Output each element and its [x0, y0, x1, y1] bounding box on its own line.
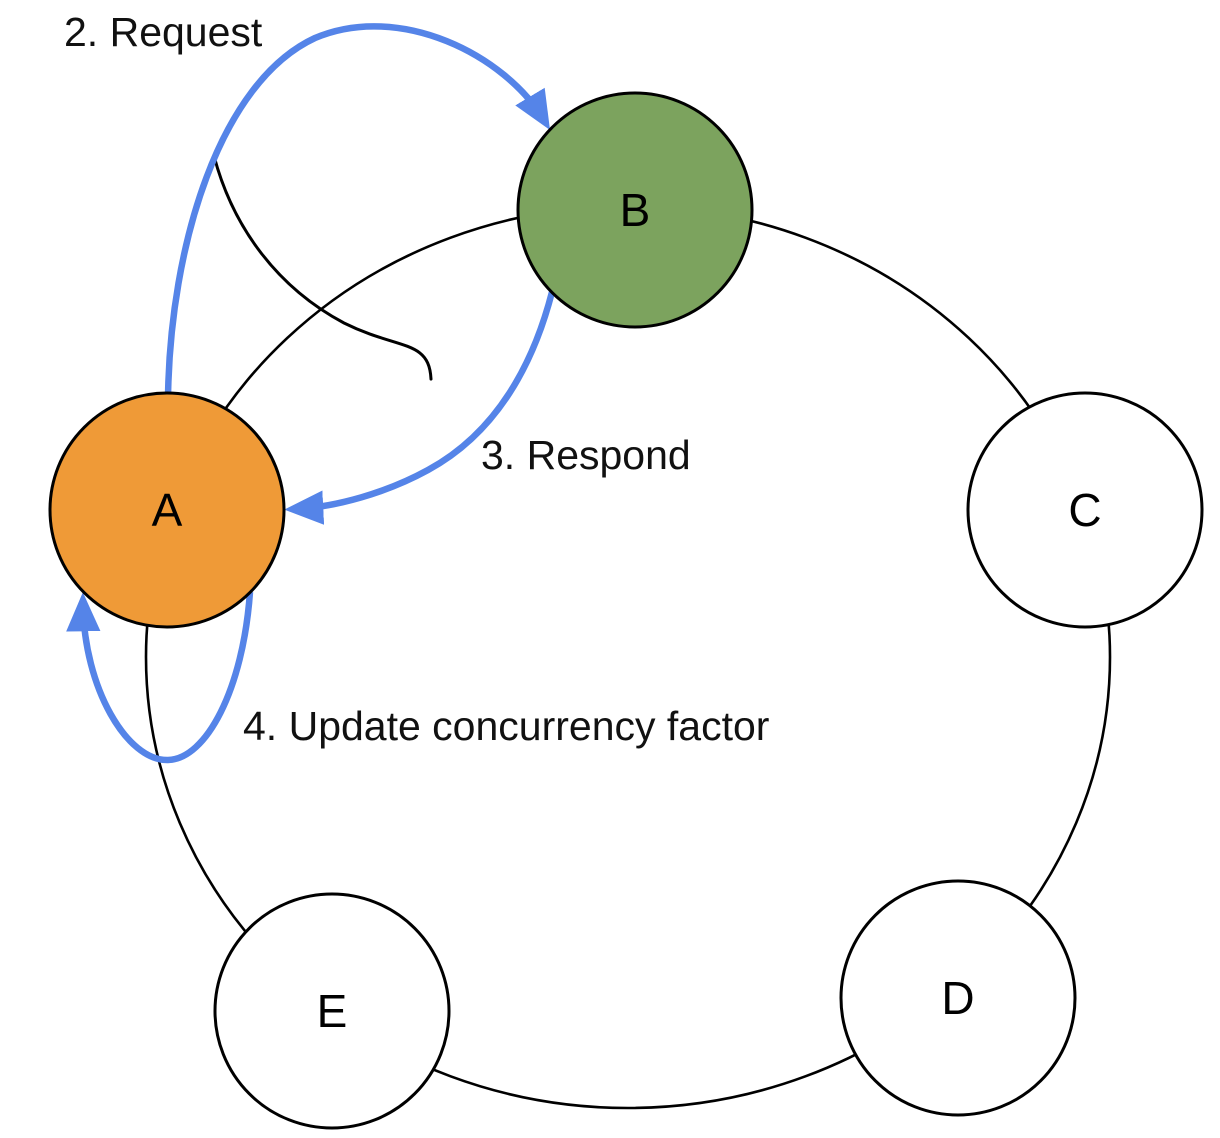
node-c: C: [966, 391, 1204, 629]
node-c-label: C: [1068, 484, 1101, 536]
self-loop-arrow: [66, 591, 254, 764]
request-arrow: [164, 23, 551, 399]
node-b: B: [516, 91, 754, 329]
node-d-circle: [839, 879, 1077, 1117]
node-b-label: B: [620, 184, 651, 236]
step-2-request-label: 2. Request: [64, 9, 263, 55]
node-a: A: [48, 391, 286, 629]
node-b-circle: [516, 91, 754, 329]
node-d-label: D: [941, 972, 974, 1024]
respond-arrow: [284, 291, 556, 525]
node-e-circle: [213, 892, 451, 1130]
step-4-update-label: 4. Update concurrency factor: [243, 703, 769, 749]
node-e-label: E: [317, 985, 348, 1037]
stray-curve: [212, 154, 433, 381]
step-3-respond-label: 3. Respond: [481, 432, 691, 478]
node-c-circle: [966, 391, 1204, 629]
node-a-circle: [48, 391, 286, 629]
node-d: D: [839, 879, 1077, 1117]
node-e: E: [213, 892, 451, 1130]
node-a-label: A: [152, 484, 183, 536]
